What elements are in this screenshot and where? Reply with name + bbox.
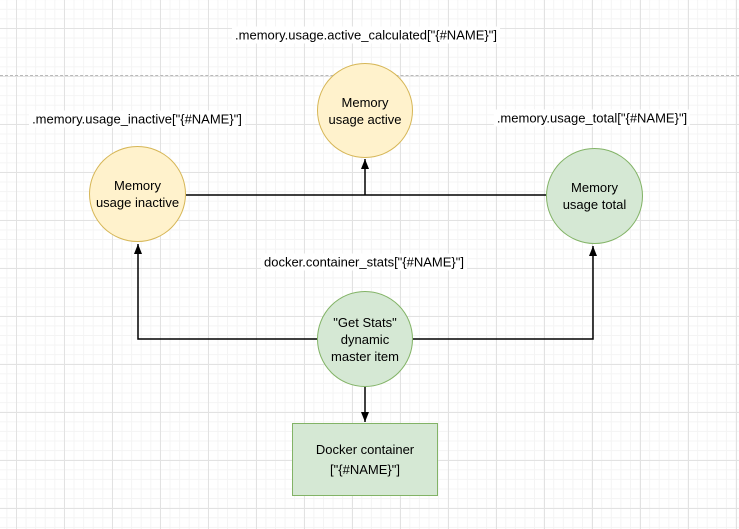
- node-label-line: "Get Stats": [333, 314, 397, 330]
- node-label-line: usage active: [328, 111, 402, 127]
- edge-label-active-calculated[interactable]: .memory.usage.active_calculated["{#NAME}…: [232, 26, 500, 44]
- node-get-stats-master-item[interactable]: "Get Stats" dynamic master item: [317, 291, 413, 387]
- node-label-line: dynamic: [340, 331, 390, 347]
- node-label-line: Memory: [571, 180, 618, 195]
- node-label-line: master item: [331, 348, 399, 364]
- node-docker-container[interactable]: Docker container ["{#NAME}"]: [292, 423, 438, 496]
- connector-getstats-to-inactive[interactable]: [134, 244, 317, 340]
- node-label-line: Memory: [341, 94, 389, 110]
- node-label-line: usage inactive: [95, 195, 180, 210]
- node-memory-usage-total[interactable]: Memory usage total: [546, 148, 643, 244]
- node-label-line: Docker container: [315, 441, 415, 457]
- node-memory-usage-inactive[interactable]: Memory usage inactive: [89, 146, 186, 242]
- node-label-line: Memory: [114, 178, 161, 193]
- edge-label-usage-inactive[interactable]: .memory.usage_inactive["{#NAME}"]: [29, 110, 245, 128]
- edge-label-container-stats[interactable]: docker.container_stats["{#NAME}"]: [260, 253, 468, 271]
- node-label-line: ["{#NAME}"]: [330, 461, 400, 477]
- node-label-line: usage total: [562, 197, 627, 212]
- edge-label-usage-total[interactable]: .memory.usage_total["{#NAME}"]: [493, 109, 691, 127]
- node-memory-usage-active[interactable]: Memory usage active: [317, 63, 413, 158]
- connector-getstats-to-total[interactable]: [413, 246, 597, 340]
